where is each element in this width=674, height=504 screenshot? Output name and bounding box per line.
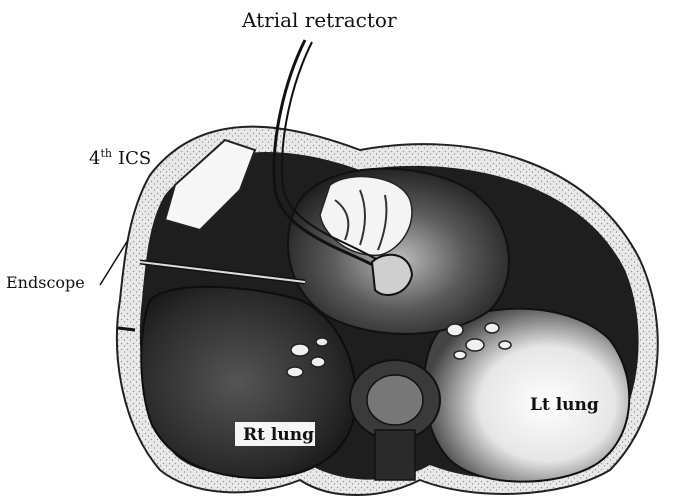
atrial-retractor-label: Atrial retractor	[241, 8, 397, 32]
right-lung	[141, 287, 355, 478]
rt-lung-label: Rt lung	[243, 425, 314, 445]
lt-lung-label: Lt lung	[530, 395, 599, 415]
endoscope-label: Endscope	[6, 273, 85, 292]
